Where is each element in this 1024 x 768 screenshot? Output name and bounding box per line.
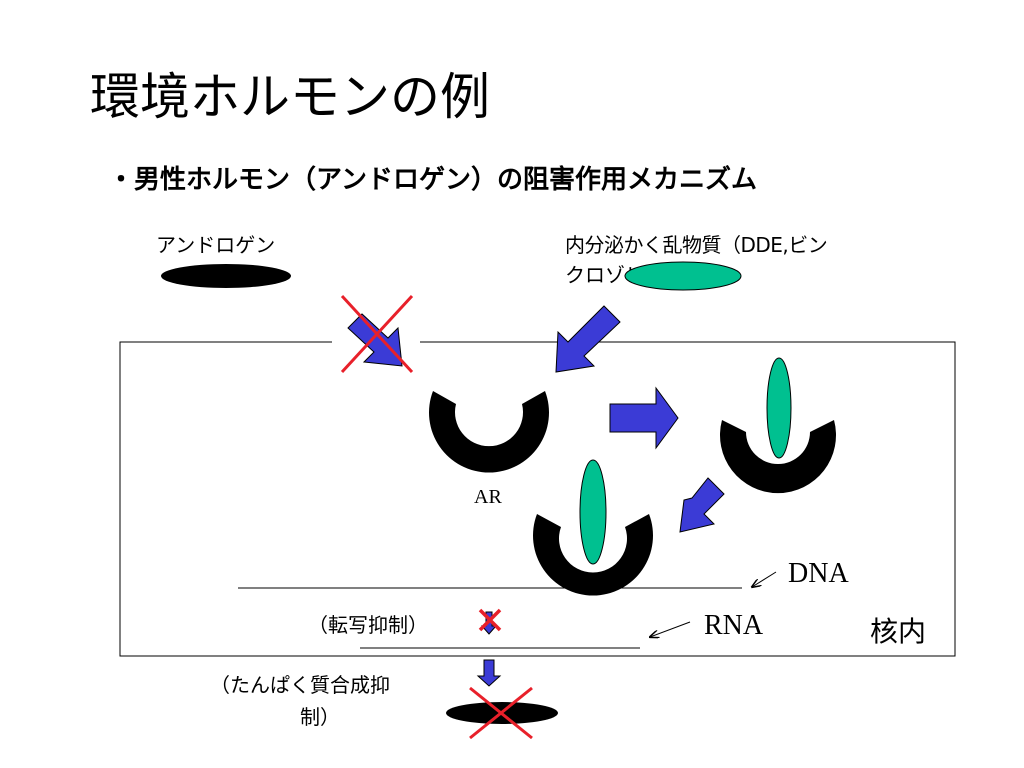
- protein-block-cross: [469, 686, 533, 740]
- transcription-inhibition-label: （転写抑制）: [308, 613, 428, 637]
- bound-disruptor-right: [766, 357, 792, 459]
- nucleus-label: 核内: [870, 615, 927, 648]
- nucleus-boundary: [119, 341, 956, 657]
- bound-receptor-right: [719, 420, 836, 494]
- disruptor-entry-arrow: [555, 305, 621, 373]
- entry-block-cross: [340, 294, 414, 374]
- androgen-label: アンドロゲン: [156, 233, 276, 257]
- slide-title: 環境ホルモンの例: [90, 68, 490, 126]
- disruptor-molecule: [624, 261, 742, 291]
- receptor-label: AR: [474, 486, 502, 508]
- bound-disruptor-dna: [579, 459, 607, 565]
- dna-pointer: [752, 571, 777, 587]
- translation-arrow: [476, 659, 502, 687]
- bound-receptor-dna: [533, 514, 653, 596]
- disruptor-label-line1: 内分泌かく乱物質（DDE,ビン: [565, 233, 828, 257]
- dna-label: DNA: [788, 558, 849, 589]
- protein-inhibition-label-line2: 制）: [300, 705, 340, 729]
- androgen-molecule: [161, 264, 291, 288]
- transcription-block-cross: [478, 608, 502, 632]
- protein-inhibition-label-line1: （たんぱく質合成抑: [210, 673, 390, 697]
- translocation-arrow: [679, 477, 725, 533]
- slide-subtitle: ・男性ホルモン（アンドロゲン）の阻害作用メカニズム: [108, 165, 757, 195]
- androgen-receptor: [429, 391, 549, 473]
- rna-label: RNA: [704, 610, 764, 641]
- blocked-entry-arrow: [347, 313, 403, 367]
- binding-arrow: [609, 386, 679, 450]
- rna-pointer: [650, 621, 691, 637]
